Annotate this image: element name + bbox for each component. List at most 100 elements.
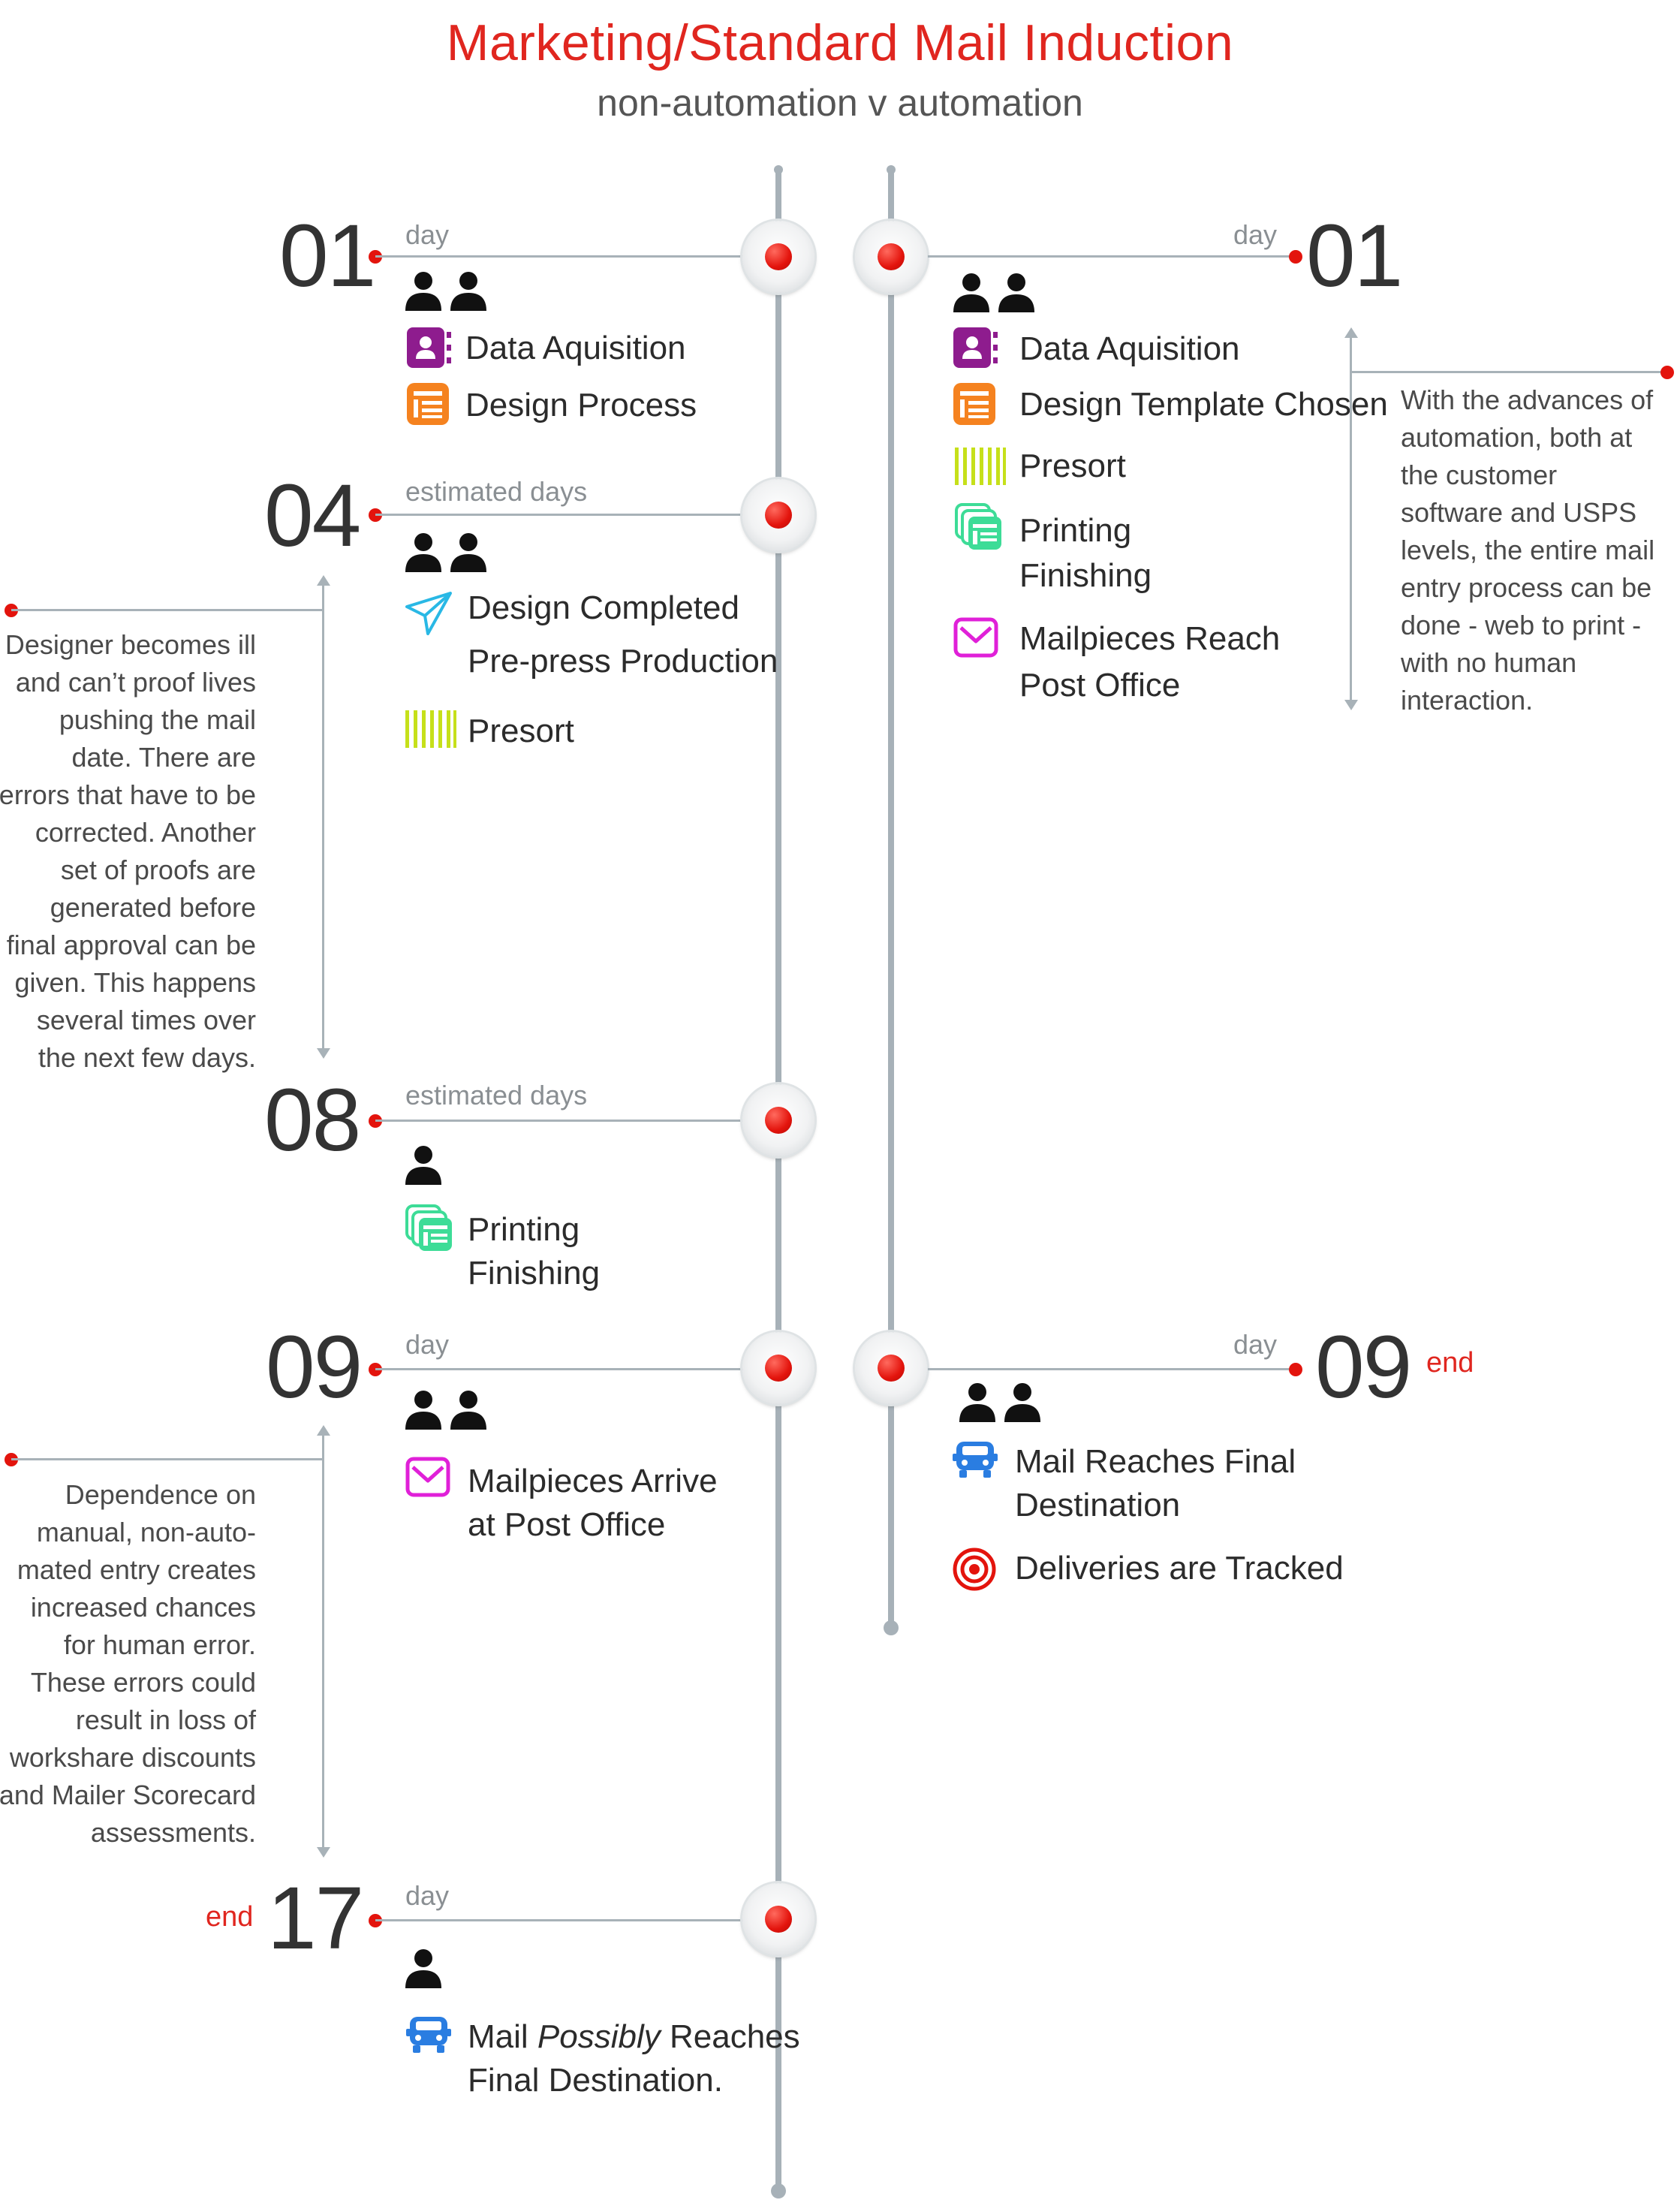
note-line: the next few days. bbox=[38, 1042, 256, 1073]
person-icon bbox=[404, 1948, 443, 1990]
stacked-pages-icon bbox=[405, 1204, 452, 1251]
item-label: Finishing bbox=[1019, 557, 1152, 594]
milestone-number: 01 bbox=[279, 206, 376, 306]
timeline-node bbox=[742, 479, 814, 551]
note-line: With the advances of bbox=[1401, 384, 1654, 415]
note-bracket bbox=[1350, 336, 1352, 701]
note-text: With the advances of automation, both at t… bbox=[1401, 381, 1671, 719]
item-emphasis: Possibly bbox=[537, 2018, 661, 2055]
milestone-connector bbox=[375, 1368, 743, 1370]
note-line: entry process can be bbox=[1401, 572, 1652, 603]
people-icon bbox=[405, 532, 489, 574]
note-line: levels, the entire mail bbox=[1401, 535, 1655, 565]
item-text: Reaches bbox=[660, 2018, 800, 2055]
note-line: the customer bbox=[1401, 460, 1558, 490]
milestone-label: day bbox=[405, 219, 450, 250]
item-label: Presort bbox=[468, 713, 574, 749]
layout-template-icon bbox=[405, 381, 452, 428]
milestone-label: day bbox=[405, 1329, 450, 1360]
end-label: end bbox=[1426, 1347, 1474, 1379]
target-icon bbox=[952, 1547, 998, 1593]
note-line: interaction. bbox=[1401, 685, 1534, 716]
note-arrow-down bbox=[1344, 700, 1358, 710]
envelope-icon bbox=[405, 1457, 452, 1503]
item-label: Design Template Chosen bbox=[1019, 386, 1388, 423]
people-icon bbox=[405, 270, 489, 312]
item-label: Printing bbox=[468, 1211, 580, 1248]
item-label: Mailpieces Reach bbox=[1019, 620, 1281, 657]
person-icon bbox=[404, 1144, 443, 1186]
item-label: Design Process bbox=[465, 387, 697, 423]
note-line: assessments. bbox=[90, 1817, 256, 1848]
item-label: Final Destination. bbox=[468, 2062, 723, 2099]
item-text: Mail bbox=[468, 2018, 537, 2055]
milestone-label: estimated days bbox=[405, 1080, 588, 1111]
milestone-red-dot bbox=[1289, 250, 1302, 264]
milestone-number: 01 bbox=[1306, 206, 1403, 306]
layout-template-icon bbox=[952, 381, 998, 428]
truck-icon bbox=[405, 2014, 452, 2060]
item-label: Presort bbox=[1019, 448, 1126, 484]
milestone-connector bbox=[375, 1919, 743, 1921]
paper-plane-icon bbox=[405, 590, 452, 637]
note-bracket bbox=[322, 1434, 324, 1849]
item-label: Pre-press Production bbox=[468, 643, 778, 680]
barcode-icon bbox=[405, 710, 456, 757]
note-line: workshare discounts bbox=[9, 1742, 256, 1773]
contact-book-icon bbox=[405, 324, 452, 371]
note-arrow-up bbox=[317, 1425, 330, 1436]
item-label: at Post Office bbox=[468, 1506, 666, 1543]
note-line: and Mailer Scorecard bbox=[0, 1780, 256, 1810]
note-line: for human error. bbox=[63, 1629, 256, 1660]
milestone-connector bbox=[928, 255, 1296, 258]
item-label: Data Aquisition bbox=[1019, 330, 1240, 367]
milestone-connector bbox=[928, 1368, 1296, 1370]
item-label: Finishing bbox=[468, 1255, 601, 1291]
note-line: generated before bbox=[50, 892, 256, 923]
note-line: automation, both at bbox=[1401, 422, 1633, 453]
note-line: set of proofs are bbox=[60, 854, 256, 885]
note-line: done - web to print - bbox=[1401, 610, 1642, 640]
timeline-node bbox=[855, 1332, 927, 1404]
note-line: Dependence on bbox=[65, 1479, 256, 1510]
note-line: manual, non-auto- bbox=[36, 1517, 256, 1548]
note-line: mated entry creates bbox=[17, 1554, 256, 1585]
note-line: errors that have to be bbox=[0, 779, 256, 810]
item-label: Mail Reaches Final bbox=[1015, 1443, 1296, 1480]
truck-icon bbox=[952, 1439, 998, 1485]
note-line: These errors could bbox=[30, 1667, 256, 1698]
note-line: date. There are bbox=[71, 742, 257, 773]
note-connector bbox=[1351, 371, 1665, 373]
note-arrow-up bbox=[317, 575, 330, 586]
item-label: Destination bbox=[1015, 1487, 1181, 1523]
timeline-node bbox=[855, 221, 927, 293]
note-text: Dependence on manual, non-auto-mated entr… bbox=[0, 1476, 256, 1852]
note-line: with no human bbox=[1401, 647, 1577, 678]
people-icon bbox=[953, 272, 1037, 314]
milestone-number: 04 bbox=[264, 466, 361, 565]
note-line: final approval can be bbox=[6, 930, 256, 960]
note-arrow-down bbox=[317, 1847, 330, 1858]
timeline-node bbox=[742, 221, 814, 293]
item-label: Data Aquisition bbox=[465, 330, 686, 366]
note-line: result in loss of bbox=[75, 1704, 256, 1735]
item-label: Design Completed bbox=[468, 589, 739, 626]
people-icon bbox=[405, 1389, 489, 1431]
note-arrow-up bbox=[1344, 327, 1358, 338]
milestone-number: 17 bbox=[267, 1869, 364, 1968]
note-arrow-down bbox=[317, 1048, 330, 1059]
end-label: end bbox=[206, 1901, 254, 1933]
timeline-node bbox=[742, 1883, 814, 1955]
milestone-connector bbox=[375, 514, 743, 516]
stacked-pages-icon bbox=[955, 503, 1001, 550]
note-line: Designer becomes ill bbox=[5, 629, 256, 660]
note-connector bbox=[11, 1458, 324, 1460]
page-title: Marketing/Standard Mail Induction bbox=[446, 14, 1234, 71]
item-label: Deliveries are Tracked bbox=[1015, 1550, 1344, 1587]
item-label: Mailpieces Arrive bbox=[468, 1463, 718, 1499]
barcode-icon bbox=[955, 448, 1006, 494]
note-line: software and USPS bbox=[1401, 497, 1637, 528]
note-red-dot bbox=[1660, 366, 1674, 379]
milestone-label: estimated days bbox=[405, 476, 588, 507]
